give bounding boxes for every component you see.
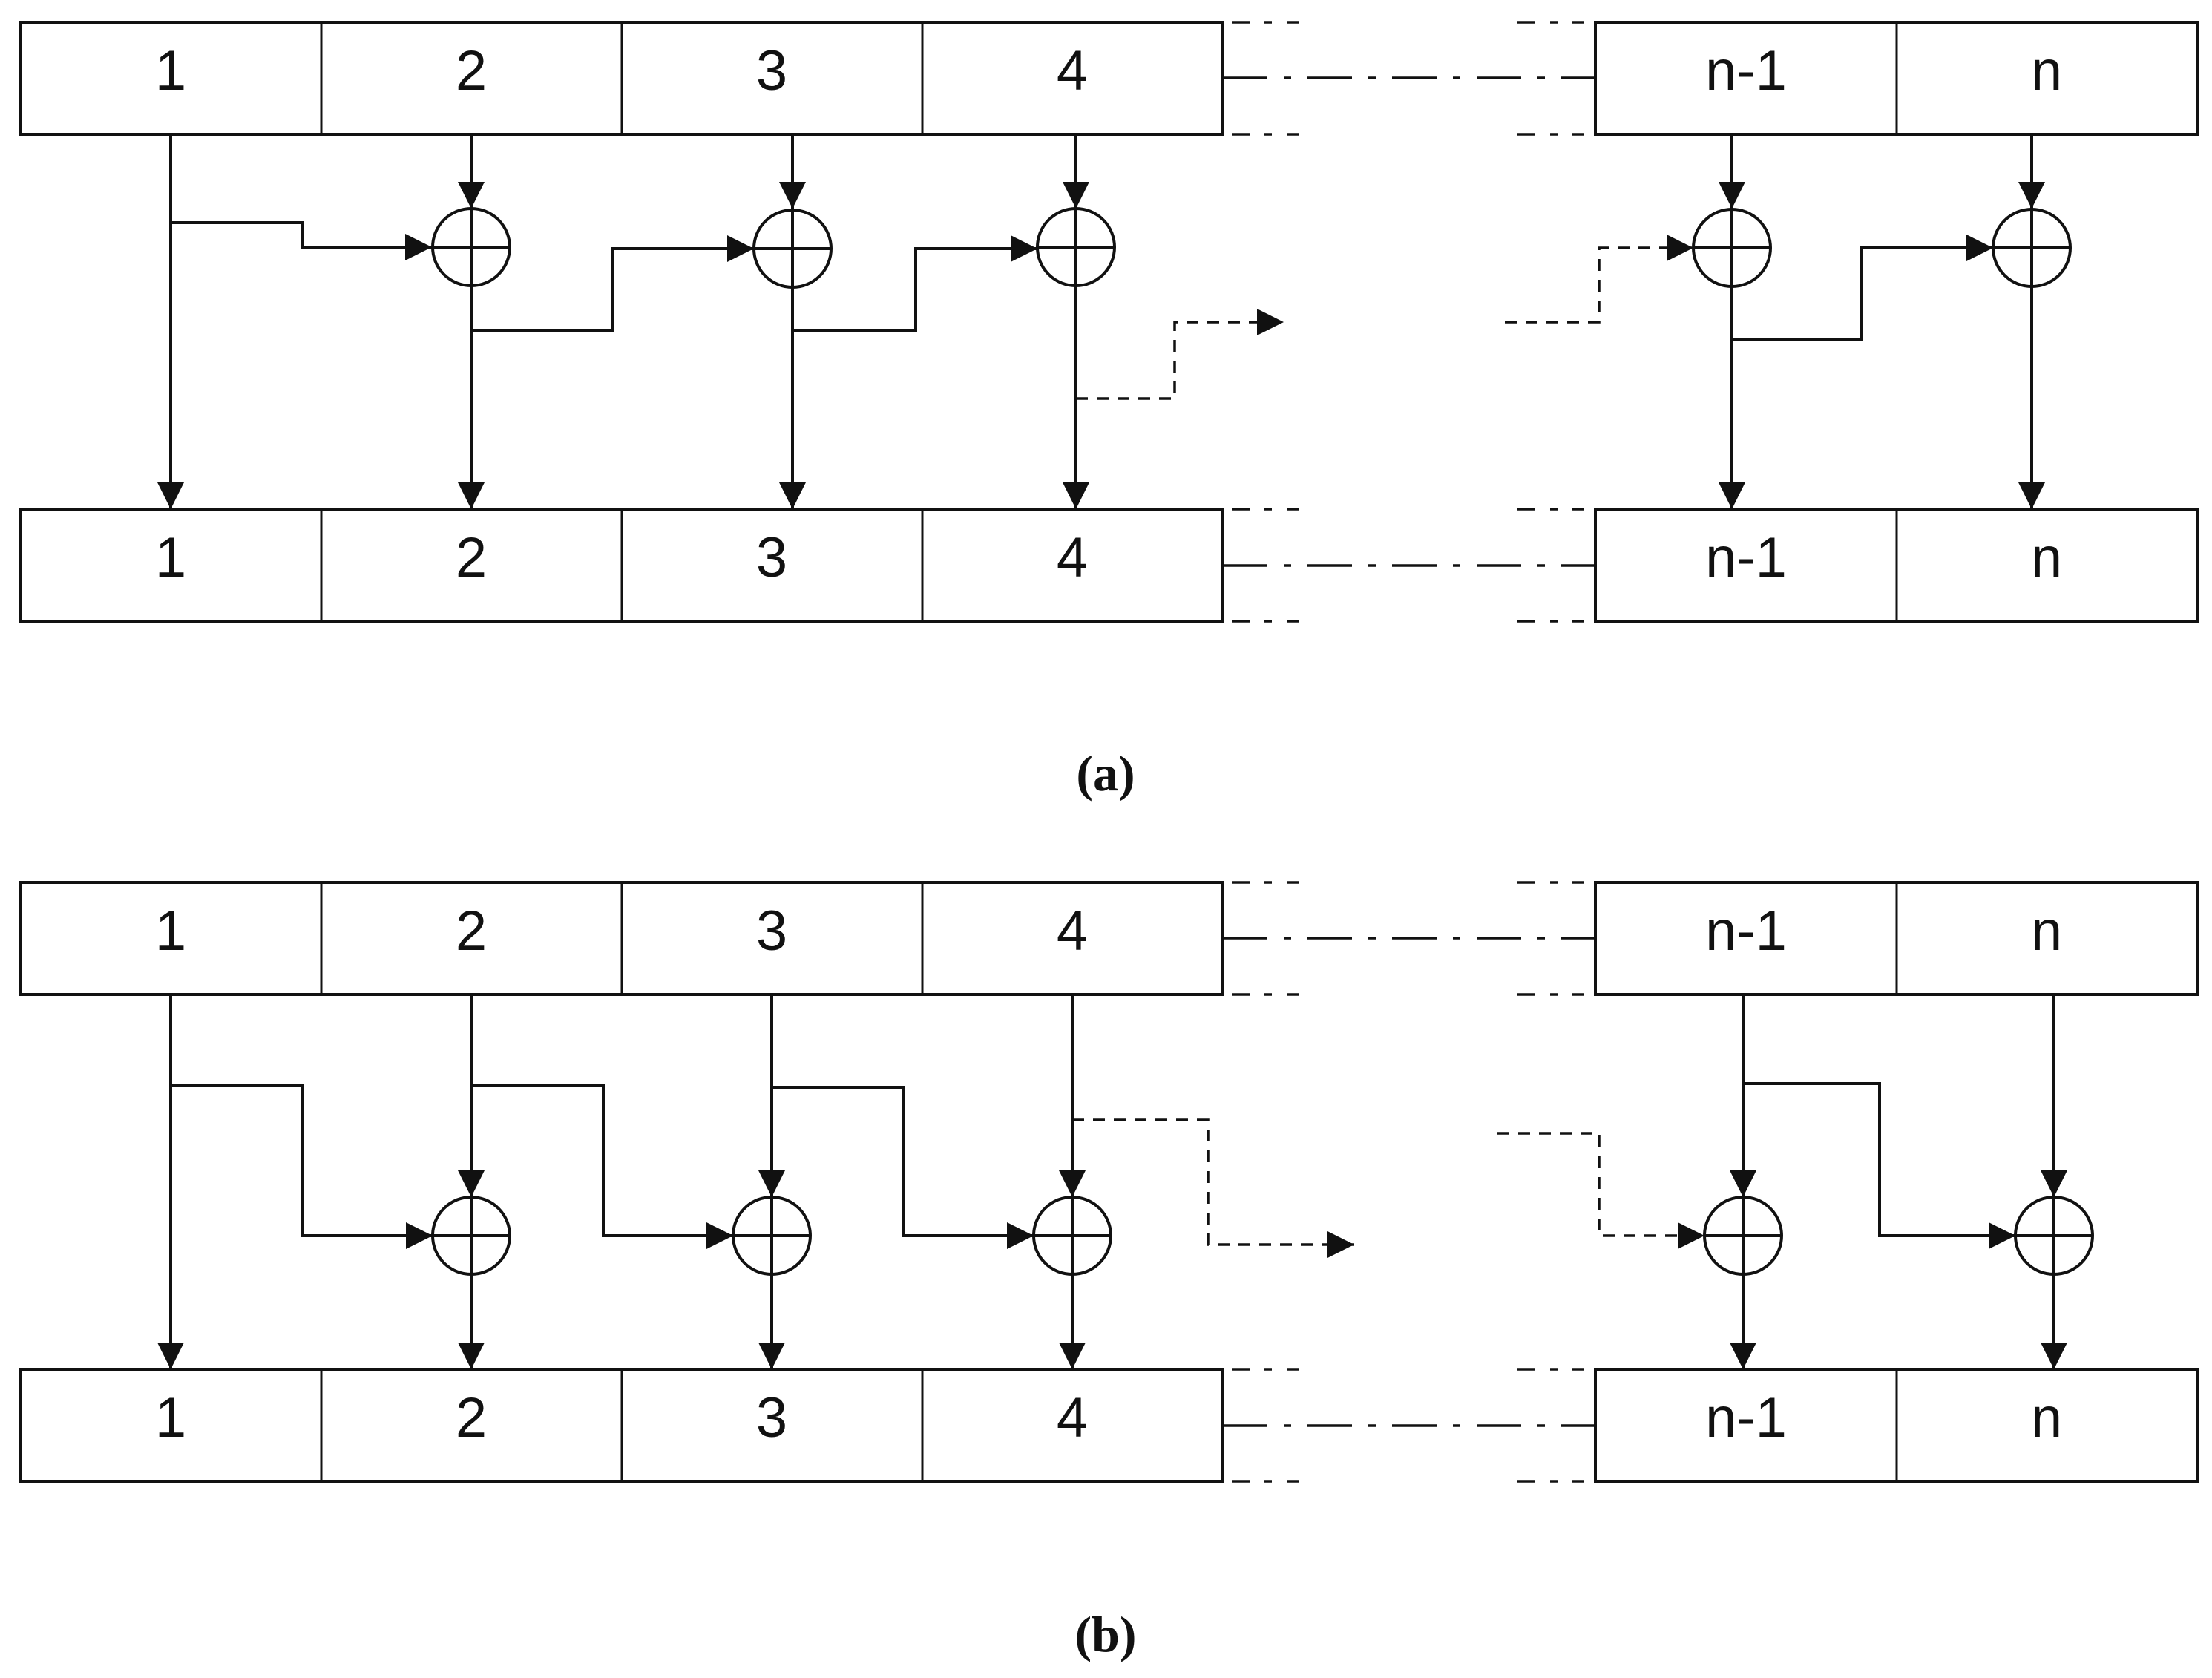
dashed-continuation-arrow (1505, 235, 1693, 324)
register-cell-label: 1 (155, 39, 186, 102)
panel-b-xor-gates (431, 1196, 2094, 1276)
panel-a-caption: (a) (1076, 745, 1135, 802)
xor-circle-plus-icon (1992, 208, 2072, 288)
wire-arrow (772, 1086, 1034, 1249)
panel-a: 1 2 3 4 n-1 n 1 2 3 4 n-1 n (19, 21, 2199, 802)
xor-circle-plus-icon (1692, 208, 1772, 288)
xor-circle-plus-icon (1032, 1196, 1112, 1276)
register-cell-label: n-1 (1705, 899, 1787, 963)
register-cell-label: n (2031, 899, 2062, 963)
wire-arrow (792, 235, 1037, 332)
register-cell-label: 1 (155, 526, 186, 589)
wire-arrow (471, 235, 754, 332)
dashed-continuation-arrow (1497, 1132, 1704, 1249)
register-cell-label: 4 (1057, 1386, 1088, 1449)
xor-circle-plus-icon (2014, 1196, 2094, 1276)
dashed-continuation-arrow (1076, 309, 1284, 400)
register-cell-label: n (2031, 1386, 2062, 1449)
xor-circle-plus-icon (1703, 1196, 1783, 1276)
register-cell-label: n-1 (1705, 526, 1787, 589)
register-cell-label: 4 (1057, 899, 1088, 963)
wire-arrow (171, 221, 432, 260)
register-cell-label: 4 (1057, 39, 1088, 102)
register-cell-label: 2 (456, 1386, 487, 1449)
register-cell-label: n-1 (1705, 39, 1787, 102)
xor-circle-plus-icon (752, 209, 833, 289)
register-cell-label: 2 (456, 39, 487, 102)
xor-circle-plus-icon (431, 1196, 511, 1276)
register-cell-label: 4 (1057, 526, 1088, 589)
wire-arrow (1732, 235, 1993, 341)
xor-circle-plus-icon (1036, 207, 1116, 287)
panel-a-bottom-register: 1 2 3 4 n-1 n (19, 508, 2199, 623)
wire-arrow (471, 1084, 733, 1249)
xor-circle-plus-icon (431, 207, 511, 287)
panel-b-wiring (157, 994, 2067, 1369)
register-cell-label: 1 (155, 899, 186, 963)
register-cell-label: n (2031, 39, 2062, 102)
panel-b-top-register: 1 2 3 4 n-1 n (19, 881, 2199, 996)
register-cell-label: n-1 (1705, 1386, 1787, 1449)
panel-a-xor-gates (431, 207, 2072, 289)
register-cell-label: 3 (756, 899, 787, 963)
xor-circle-plus-icon (732, 1196, 812, 1276)
wire-arrow (171, 1084, 433, 1249)
register-cell-label: 3 (756, 39, 787, 102)
register-cell-label: 2 (456, 899, 487, 963)
panel-a-wiring (157, 134, 2045, 509)
panel-a-top-register: 1 2 3 4 n-1 n (19, 21, 2199, 136)
register-cell-label: 3 (756, 1386, 787, 1449)
register-cell-label: n (2031, 526, 2062, 589)
register-cell-label: 2 (456, 526, 487, 589)
panel-b-bottom-register: 1 2 3 4 n-1 n (19, 1368, 2199, 1483)
register-cell-label: 1 (155, 1386, 186, 1449)
dashed-continuation-arrow (1072, 1118, 1354, 1258)
wire-arrow (1743, 1082, 2015, 1249)
panel-b-caption: (b) (1074, 1606, 1136, 1662)
panel-b: 1 2 3 4 n-1 n 1 2 3 4 n-1 n (19, 881, 2199, 1662)
register-cell-label: 3 (756, 526, 787, 589)
